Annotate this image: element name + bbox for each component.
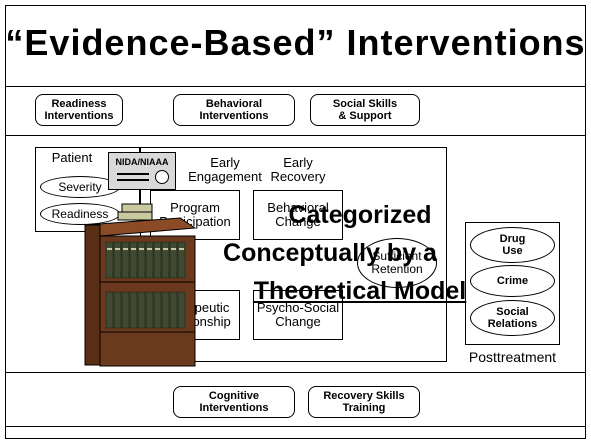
bottom-divider bbox=[5, 372, 586, 373]
slide-title: “Evidence-Based” Interventions bbox=[5, 22, 586, 63]
overlay-line-1: Categorized bbox=[288, 201, 432, 229]
behavioral-change-label: Behavioral Change bbox=[267, 200, 329, 229]
slide-frame bbox=[5, 5, 586, 439]
cognitive-interventions-pill: Cognitive Interventions bbox=[173, 386, 295, 418]
social-relations-oval: Social Relations bbox=[470, 300, 555, 336]
psycho-social-change-label: Psycho-Social Change bbox=[256, 300, 340, 329]
top-divider bbox=[5, 135, 586, 136]
badge-label: NIDA/NIAAA bbox=[115, 157, 169, 167]
social-skills-support-pill: Social Skills & Support bbox=[310, 94, 420, 126]
readiness-interventions-pill: Readiness Interventions bbox=[35, 94, 123, 126]
bookshelf-icon bbox=[83, 203, 197, 367]
patient-label: Patient bbox=[51, 150, 93, 165]
title-divider bbox=[5, 86, 586, 87]
posttreatment-label: Posttreatment bbox=[468, 349, 557, 365]
crime-oval: Crime bbox=[470, 265, 555, 297]
drug-use-oval: Drug Use bbox=[470, 227, 555, 263]
early-recovery-label: Early Recovery bbox=[270, 155, 326, 184]
behavioral-change-box bbox=[253, 190, 343, 240]
early-engagement-label: Early Engagement bbox=[188, 155, 262, 184]
sufficient-retention-oval: Sufficient Retention bbox=[357, 238, 437, 288]
recovery-skills-training-pill: Recovery Skills Training bbox=[308, 386, 420, 418]
psycho-social-change-box bbox=[253, 290, 343, 340]
behavioral-interventions-pill: Behavioral Interventions bbox=[173, 94, 295, 126]
overlay-line-2: Conceptually by a bbox=[223, 239, 437, 267]
certificate-icon: NIDA/NIAAA bbox=[108, 152, 176, 190]
footer-divider bbox=[5, 426, 586, 427]
overlay-line-3: Theoretical Model bbox=[253, 277, 467, 305]
severity-oval: Severity bbox=[40, 176, 120, 198]
